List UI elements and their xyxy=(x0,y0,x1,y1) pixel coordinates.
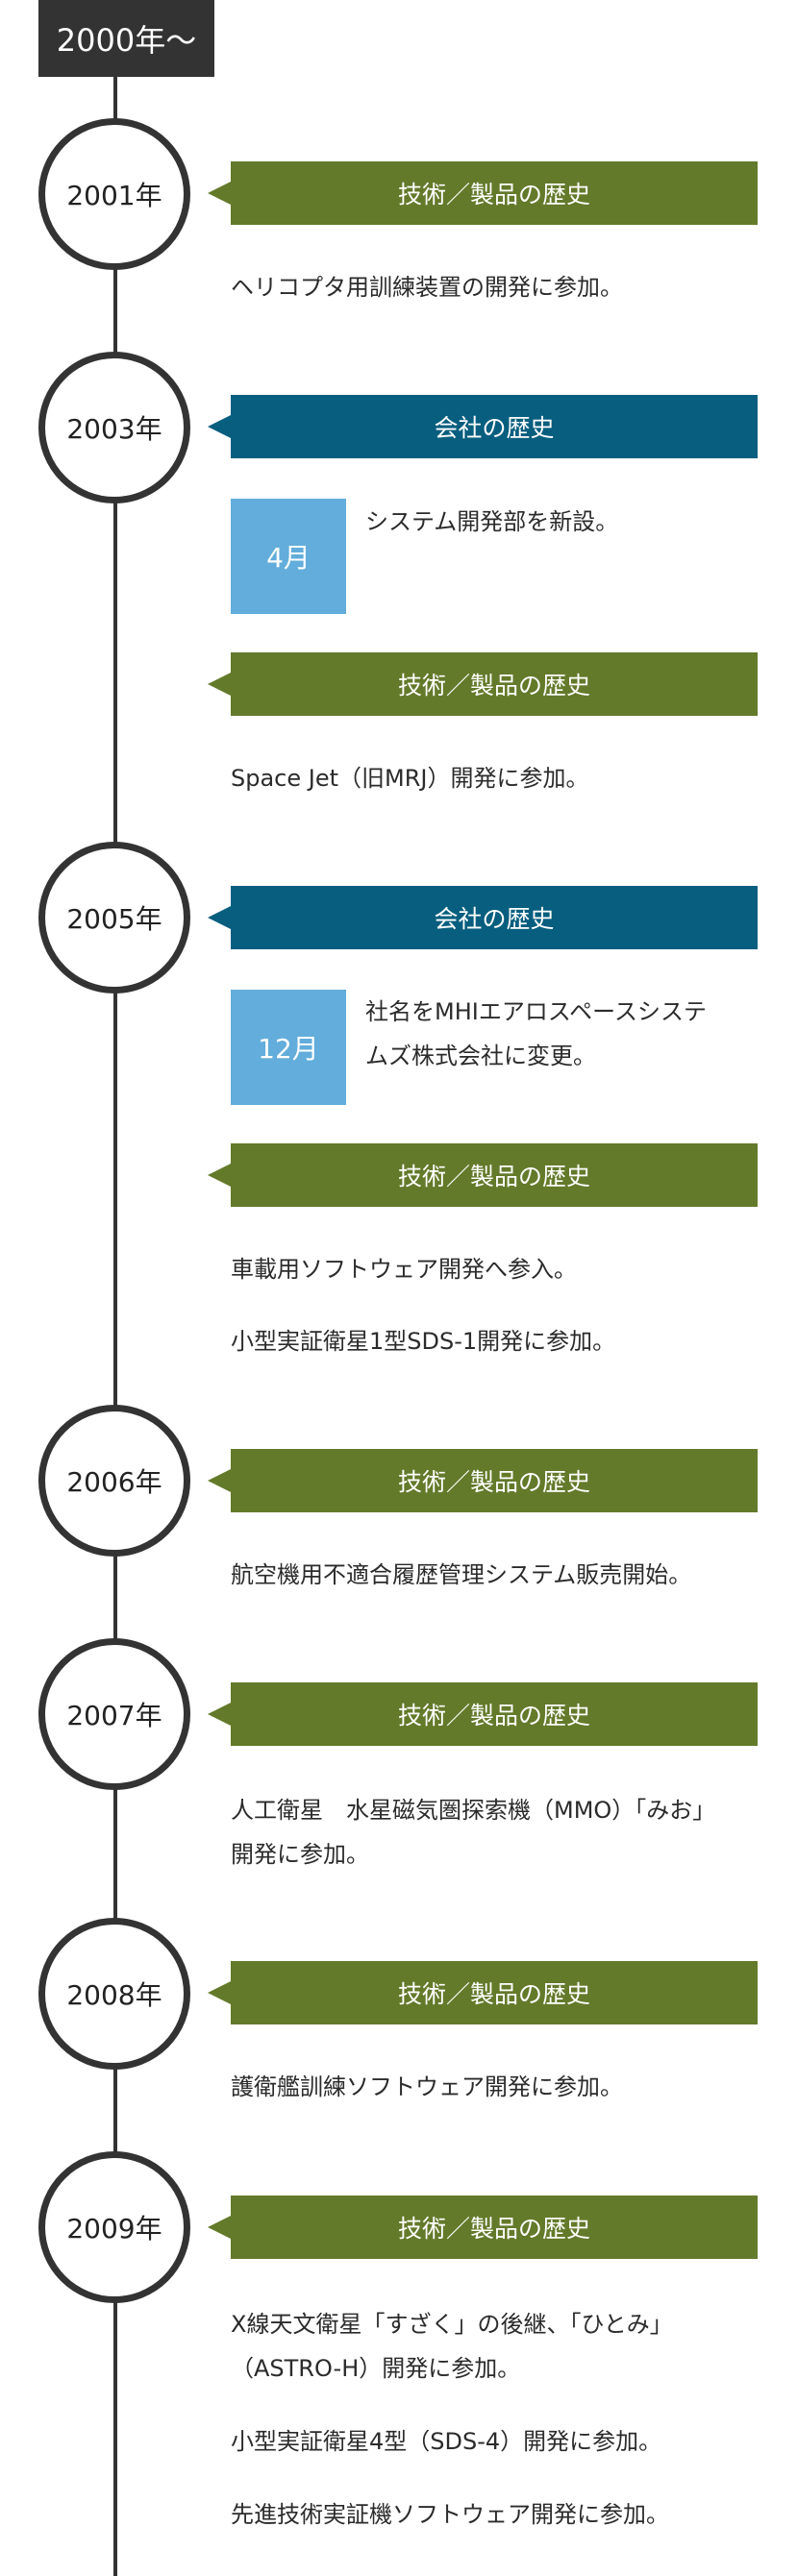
history-item: 人工衛星 水星磁気圏探索機（MMO）「みお」 開発に参加。 xyxy=(231,1788,758,1877)
tech-history-banner: 技術／製品の歴史 xyxy=(208,1961,758,2024)
year-marker-2003: 2003年 xyxy=(38,352,190,503)
tech-history-banner: 技術／製品の歴史 xyxy=(208,161,758,225)
history-item: 車載用ソフトウェア開発へ参入。 xyxy=(231,1256,577,1283)
era-badge: 2000年〜 xyxy=(38,0,214,77)
company-event-text: 社名をMHIエアロスペースシステ ムズ株式会社に変更。 xyxy=(365,990,758,1078)
history-item: 航空機用不適合履歴管理システム販売開始。 xyxy=(231,1561,692,1588)
history-item: Space Jet（旧MRJ）開発に参加。 xyxy=(231,765,589,792)
tech-history-banner: 技術／製品の歴史 xyxy=(208,2196,758,2259)
month-badge: 12月 xyxy=(231,990,346,1105)
year-marker-2001: 2001年 xyxy=(38,118,190,270)
history-item: 護衛艦訓練ソフトウェア開発に参加。 xyxy=(231,2073,623,2100)
company-history-banner: 会社の歴史 xyxy=(208,886,758,949)
company-event-line: ムズ株式会社に変更。 xyxy=(365,1043,596,1069)
tech-history-banner: 技術／製品の歴史 xyxy=(208,1143,758,1207)
history-item: 先進技術実証機ソフトウェア開発に参加。 xyxy=(231,2501,669,2528)
company-event-line: 社名をMHIエアロスペースシステ xyxy=(365,998,707,1025)
history-item-line: X線天文衛星「すざく」の後継、「ひとみ」 xyxy=(231,2311,673,2338)
tech-history-banner: 技術／製品の歴史 xyxy=(208,1449,758,1512)
year-marker-2007: 2007年 xyxy=(38,1638,190,1790)
timeline-line xyxy=(113,77,117,2576)
history-item: 小型実証衛星1型SDS-1開発に参加。 xyxy=(231,1328,616,1355)
year-marker-2005: 2005年 xyxy=(38,842,190,994)
history-item-line: （ASTRO-H）開発に参加。 xyxy=(231,2355,521,2382)
history-item: X線天文衛星「すざく」の後継、「ひとみ」 （ASTRO-H）開発に参加。 xyxy=(231,2302,758,2391)
year-marker-2006: 2006年 xyxy=(38,1405,190,1557)
history-item: 小型実証衛星4型（SDS-4）開発に参加。 xyxy=(231,2428,662,2455)
year-marker-2008: 2008年 xyxy=(38,1918,190,2070)
month-badge: 4月 xyxy=(231,499,346,614)
history-item-line: 開発に参加。 xyxy=(231,1841,369,1868)
tech-history-banner: 技術／製品の歴史 xyxy=(208,652,758,716)
company-history-banner: 会社の歴史 xyxy=(208,395,758,458)
company-event-text: システム開発部を新設。 xyxy=(365,508,619,535)
tech-history-banner: 技術／製品の歴史 xyxy=(208,1682,758,1746)
history-item: ヘリコプタ用訓練装置の開発に参加。 xyxy=(231,274,623,301)
year-marker-2009: 2009年 xyxy=(38,2151,190,2303)
history-item-line: 人工衛星 水星磁気圏探索機（MMO）「みお」 xyxy=(231,1797,716,1824)
